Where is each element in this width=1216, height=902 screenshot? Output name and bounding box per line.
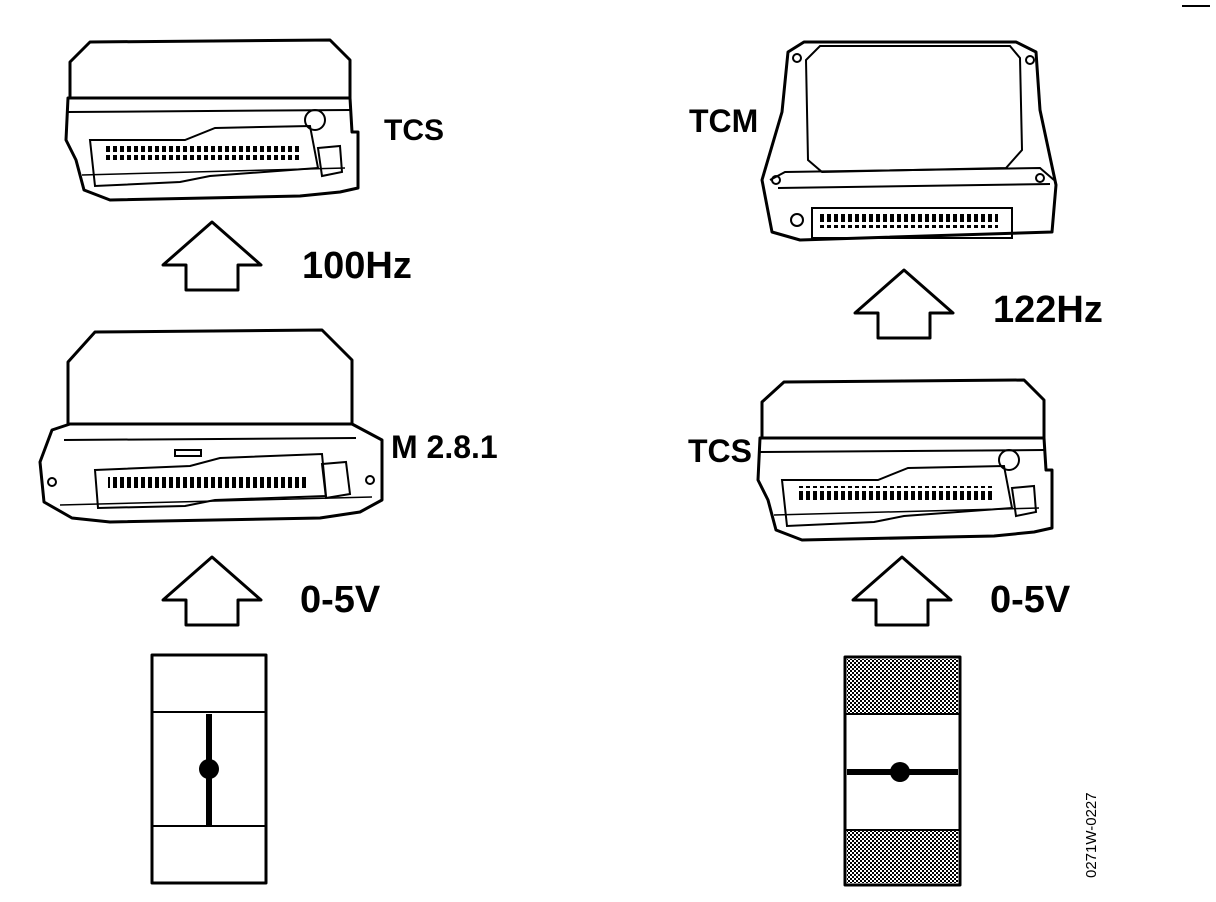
signal-label-0-5v-right: 0-5V bbox=[990, 579, 1071, 621]
signal-label-100hz: 100Hz bbox=[302, 245, 412, 287]
tcm-transmission-control-module bbox=[760, 40, 1058, 242]
position-sensor-right bbox=[843, 655, 962, 887]
up-arrow-icon bbox=[161, 220, 263, 292]
up-arrow-icon bbox=[161, 555, 263, 627]
module-label-tcs-left: TCS bbox=[384, 114, 444, 147]
figure-code: 0271W-0227 bbox=[1083, 792, 1100, 878]
potentiometer-sensor-left bbox=[150, 653, 268, 885]
up-arrow-icon bbox=[851, 555, 953, 627]
signal-label-0-5v-left: 0-5V bbox=[300, 579, 381, 621]
module-label-tcs-right: TCS bbox=[688, 433, 752, 469]
module-label-m281: M 2.8.1 bbox=[391, 429, 498, 465]
tcs-control-module-left bbox=[64, 38, 360, 202]
signal-label-122hz: 122Hz bbox=[993, 289, 1103, 331]
m281-engine-control-module bbox=[38, 328, 384, 524]
module-label-tcm: TCM bbox=[689, 103, 758, 139]
up-arrow-icon bbox=[853, 268, 955, 340]
tcs-control-module-right bbox=[756, 378, 1054, 542]
